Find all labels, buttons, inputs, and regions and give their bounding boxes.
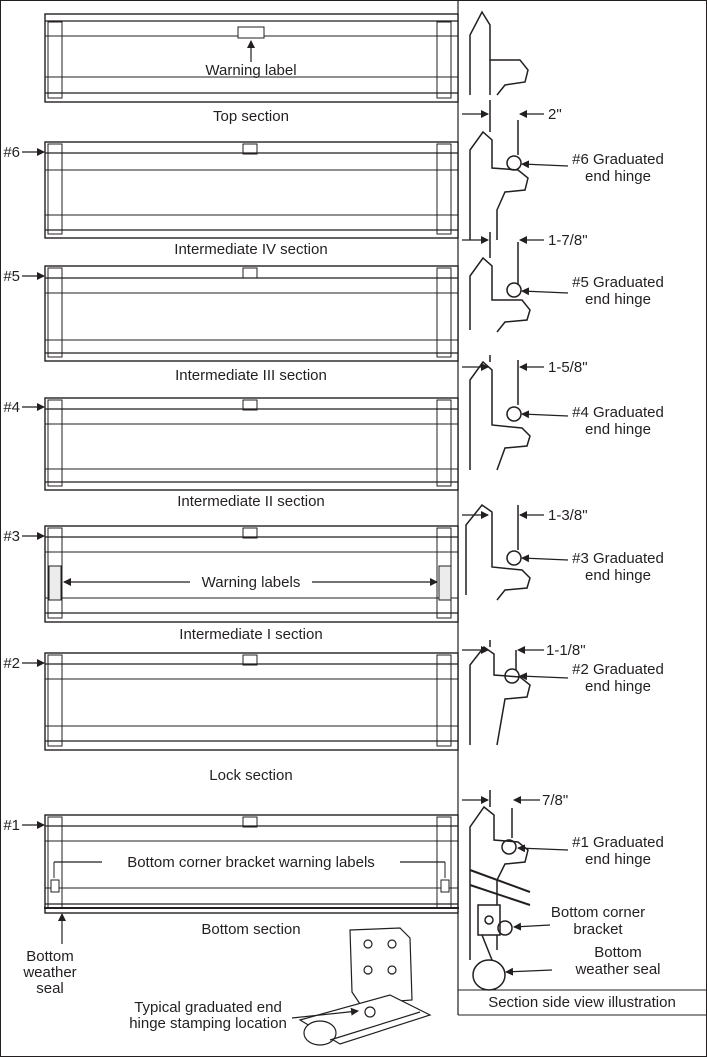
corner-bracket-labels-text: Bottom corner bracket warning labels [127, 854, 375, 871]
panel-bottom [44, 814, 459, 914]
side-dim-4: 1-5/8" [548, 359, 588, 376]
corner-bracket-line2: bracket [573, 921, 623, 938]
panel-top [44, 13, 459, 103]
side-dim-6: 2" [548, 106, 562, 123]
hinge-num-2: #2 [3, 655, 20, 672]
hinge-num-6: #6 [3, 144, 20, 161]
side-view-2 [469, 640, 531, 746]
panel-intermediate-i [44, 525, 459, 623]
left-seal-line1: Bottom [26, 948, 74, 965]
side-view-6 [469, 100, 529, 240]
right-seal-line2: weather seal [574, 961, 660, 978]
side-hinge-1-line1: #1 Graduated [572, 834, 664, 851]
caption-text: Section side view illustration [488, 994, 676, 1011]
section-label-lock: Lock section [209, 767, 292, 784]
warning-labels-text: Warning labels [202, 574, 301, 591]
side-dim-3: 1-3/8" [548, 507, 588, 524]
corner-bracket-line1: Bottom corner [551, 904, 645, 921]
side-hinge-5-line2: end hinge [585, 291, 651, 308]
side-view-5 [469, 232, 531, 333]
side-hinge-4-line1: #4 Graduated [572, 404, 664, 421]
section-label-top: Top section [213, 108, 289, 125]
side-dim-1: 7/8" [542, 792, 568, 809]
left-seal-line2: weather [22, 964, 76, 981]
section-label-intermediate-iii: Intermediate III section [175, 367, 327, 384]
side-dim-2: 1-1/8" [546, 642, 586, 659]
top-warning-label: Warning label [205, 62, 296, 79]
side-hinge-3-line2: end hinge [585, 567, 651, 584]
side-hinge-5-line1: #5 Graduated [572, 274, 664, 291]
side-view-1 [469, 790, 531, 991]
panel-intermediate-iv [44, 141, 459, 239]
section-label-intermediate-i: Intermediate I section [179, 626, 322, 643]
stamping-line1: Typical graduated end [134, 999, 282, 1016]
side-hinge-2-line1: #2 Graduated [572, 661, 664, 678]
side-hinge-1-line2: end hinge [585, 851, 651, 868]
panel-intermediate-iii [44, 265, 459, 362]
stamping-line2: hinge stamping location [129, 1015, 287, 1032]
side-hinge-4-line2: end hinge [585, 421, 651, 438]
side-hinge-3-line1: #3 Graduated [572, 550, 664, 567]
section-label-intermediate-ii: Intermediate II section [177, 493, 325, 510]
hinge-num-1: #1 [3, 817, 20, 834]
hinge-num-4: #4 [3, 399, 20, 416]
hinge-stamping-illustration [298, 927, 432, 1046]
left-seal-line3: seal [36, 980, 64, 997]
section-label-intermediate-iv: Intermediate IV section [174, 241, 327, 258]
side-view-4 [469, 355, 531, 471]
side-view-3 [465, 503, 531, 601]
panel-intermediate-ii [44, 397, 459, 491]
section-label-bottom: Bottom section [201, 921, 300, 938]
side-view-top [469, 10, 529, 96]
side-dim-5: 1-7/8" [548, 232, 588, 249]
side-hinge-6-line1: #6 Graduated [572, 151, 664, 168]
hinge-num-3: #3 [3, 528, 20, 545]
right-seal-line1: Bottom [594, 944, 642, 961]
side-hinge-2-line2: end hinge [585, 678, 651, 695]
hinge-num-5: #5 [3, 268, 20, 285]
panel-lock [44, 652, 459, 751]
side-hinge-6-line2: end hinge [585, 168, 651, 185]
